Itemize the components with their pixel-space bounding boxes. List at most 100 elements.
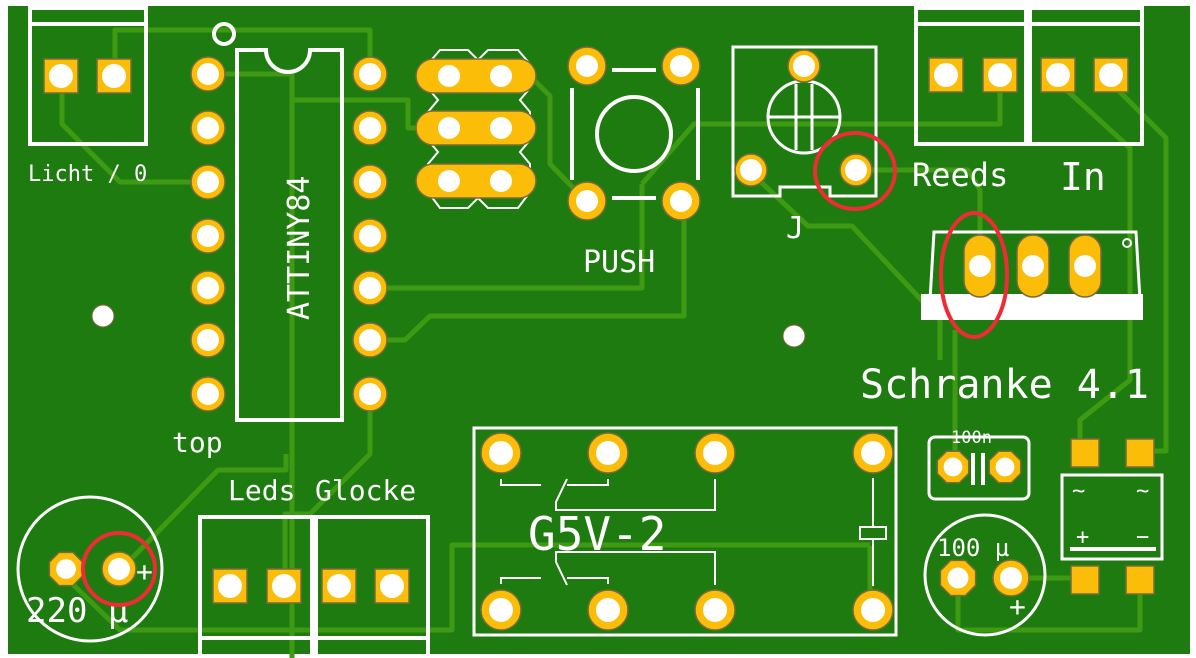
relay-coil bbox=[859, 526, 887, 540]
drill-hole bbox=[272, 574, 296, 598]
relay-contact bbox=[500, 551, 716, 586]
drill-hole bbox=[438, 170, 460, 192]
trace bbox=[955, 580, 1143, 633]
label-ic: ATTINY84 bbox=[282, 176, 317, 321]
bridge-ac-sign: ~ bbox=[1136, 479, 1149, 504]
cap-plate bbox=[981, 453, 985, 485]
highlight-trimmer-pin bbox=[813, 131, 897, 211]
highlights bbox=[81, 131, 1009, 607]
silkscreen bbox=[16, 6, 1164, 658]
label-cap-220u: 220 µ bbox=[26, 591, 128, 631]
drill-hole bbox=[380, 574, 404, 598]
drill-hole bbox=[102, 64, 126, 88]
drill-hole bbox=[218, 574, 242, 598]
label-reeds: Reeds bbox=[912, 156, 1008, 194]
board-title: Schranke 4.1 bbox=[860, 362, 1149, 408]
drill-hole bbox=[703, 441, 727, 465]
trace bbox=[746, 168, 943, 360]
terminal-reeds-outline bbox=[914, 6, 1028, 146]
label-cap-100u: 100 µ bbox=[937, 534, 1009, 562]
label-top: top bbox=[172, 426, 223, 459]
label-relay: G5V-2 bbox=[528, 507, 666, 561]
drill-hole bbox=[327, 574, 351, 598]
drill-hole bbox=[108, 558, 130, 580]
drill-hole bbox=[1074, 255, 1096, 277]
relay-outline bbox=[472, 426, 898, 637]
bridge-rectifier-outline bbox=[1060, 473, 1164, 561]
drill-hole bbox=[197, 225, 219, 247]
drill-hole bbox=[861, 598, 885, 622]
plus-sign: + bbox=[1009, 590, 1026, 623]
pad-oblong bbox=[415, 163, 537, 199]
pad-square bbox=[1125, 438, 1155, 468]
pads bbox=[43, 46, 1155, 631]
drill-hole bbox=[359, 277, 381, 299]
mounting-hole bbox=[91, 304, 115, 328]
trace bbox=[112, 27, 373, 74]
voltage-regulator-outline bbox=[928, 230, 1142, 301]
drill-hole bbox=[1099, 63, 1123, 87]
trace bbox=[1058, 82, 1133, 455]
bridge-ac-sign: ~ bbox=[1072, 479, 1085, 504]
drill-hole bbox=[995, 457, 1015, 477]
capacitor-100n-outline bbox=[927, 435, 1031, 501]
mounting-hole bbox=[782, 324, 806, 348]
drill-hole bbox=[969, 255, 991, 277]
trace bbox=[640, 74, 1003, 186]
drill-hole bbox=[197, 329, 219, 351]
terminal-in-outline bbox=[1028, 6, 1144, 146]
drill-hole bbox=[359, 329, 381, 351]
drill-hole bbox=[1022, 255, 1044, 277]
highlight-regulator-pin bbox=[939, 211, 1009, 339]
drill-hole bbox=[197, 277, 219, 299]
bridge-minus-sign: − bbox=[1136, 525, 1149, 550]
drill-hole bbox=[56, 559, 76, 579]
trimmer-outline bbox=[731, 45, 878, 198]
drill-hole bbox=[359, 63, 381, 85]
bridge-polarity-bar bbox=[1070, 547, 1156, 551]
trace bbox=[370, 202, 687, 343]
push-button-cap bbox=[595, 95, 673, 173]
pad-oblong bbox=[415, 110, 537, 146]
terminal-licht-outline bbox=[28, 6, 148, 146]
trace bbox=[118, 454, 289, 572]
drill-hole bbox=[359, 383, 381, 405]
label-cap-100n: 100n bbox=[951, 428, 992, 448]
drill-hole bbox=[947, 567, 969, 589]
label-trimmer: J bbox=[786, 211, 804, 246]
regulator-marker bbox=[1122, 238, 1132, 248]
drill-hole bbox=[359, 225, 381, 247]
capacitor-220u-outline bbox=[16, 495, 164, 643]
trace bbox=[856, 167, 983, 256]
drill-hole bbox=[934, 63, 958, 87]
drill-hole bbox=[845, 159, 867, 181]
drill-hole bbox=[670, 55, 692, 77]
cap-plate bbox=[971, 453, 975, 485]
plus-sign: + bbox=[136, 555, 153, 588]
trace bbox=[370, 184, 645, 291]
pad-square bbox=[1070, 438, 1100, 468]
relay-contact bbox=[500, 478, 716, 511]
drill-hole bbox=[197, 63, 219, 85]
regulator-tab bbox=[921, 294, 1143, 320]
drill-hole bbox=[596, 441, 620, 465]
drill-hole bbox=[359, 117, 381, 139]
drill-hole bbox=[490, 65, 512, 87]
label-push: PUSH bbox=[583, 245, 655, 280]
label-in: In bbox=[1060, 155, 1106, 199]
ic-attiny84-outline bbox=[235, 48, 344, 422]
drill-hole bbox=[670, 190, 692, 212]
drill-hole bbox=[1000, 567, 1022, 589]
trace bbox=[58, 542, 870, 633]
drill-hole bbox=[49, 64, 73, 88]
label-leds: Leds bbox=[228, 474, 295, 507]
drill-hole bbox=[596, 598, 620, 622]
drill-hole bbox=[197, 383, 219, 405]
drill-hole bbox=[861, 441, 885, 465]
drill-hole bbox=[703, 598, 727, 622]
trace bbox=[282, 392, 373, 584]
drill-hole bbox=[576, 55, 598, 77]
pin1-marker bbox=[212, 22, 236, 46]
drill-hole bbox=[489, 598, 513, 622]
